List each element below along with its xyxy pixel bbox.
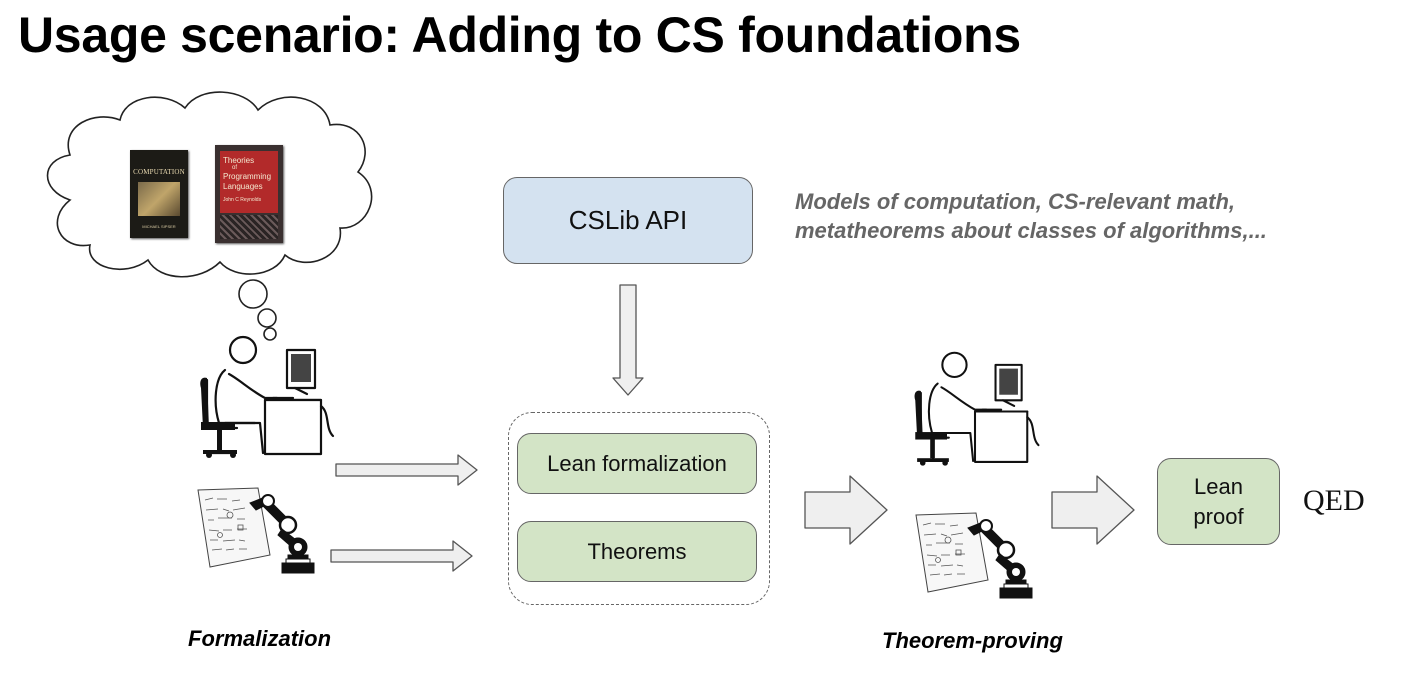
book-reynolds-line2: of	[232, 165, 238, 171]
robot-arm-icon	[915, 512, 1033, 599]
arrow-right-icon	[1051, 475, 1135, 545]
lean-formalization-box: Lean formalization	[517, 433, 757, 494]
cslib-api-box: CSLib API	[503, 177, 753, 264]
arrow-right-icon	[804, 475, 888, 545]
book-sipser-title: COMPUTATION	[133, 168, 185, 176]
person-at-computer-icon	[200, 335, 335, 458]
arrow-right-icon	[335, 454, 478, 486]
robot-arm-icon	[197, 487, 315, 574]
slide-title: Usage scenario: Adding to CS foundations	[18, 7, 1021, 63]
lean-proof-label-line2: proof	[1193, 503, 1244, 529]
cslib-api-label: CSLib API	[568, 205, 688, 235]
cslib-description: Models of computation, CS-relevant math,…	[795, 187, 1355, 245]
theorem-proving-caption: Theorem-proving	[882, 628, 1063, 653]
lean-proof-box: Lean proof	[1157, 458, 1280, 545]
arrow-right-icon	[330, 540, 473, 572]
book-reynolds-line3: Programming	[223, 172, 272, 181]
book-sipser-art	[138, 182, 180, 216]
cslib-description-line2: metatheorems about classes of algorithms…	[795, 218, 1267, 243]
theorems-box: Theorems	[517, 521, 757, 582]
person-at-computer-icon	[914, 351, 1040, 466]
book-reynolds-line4: Languages	[223, 182, 263, 191]
qed-label: QED	[1303, 484, 1365, 517]
theorems-label: Theorems	[587, 538, 687, 564]
book-reynolds-cover: Theories of Programming Languages John C…	[220, 151, 278, 213]
book-reynolds-pattern	[220, 215, 278, 239]
book-reynolds-author: John C Reynolds	[223, 197, 262, 203]
book-reynolds-line1: Theories	[223, 156, 255, 165]
arrow-down-icon	[612, 284, 644, 396]
book-sipser-author: MICHAEL SIPSER	[142, 224, 176, 229]
formalization-group	[508, 412, 770, 605]
formalization-caption: Formalization	[188, 626, 332, 651]
cslib-description-line1: Models of computation, CS-relevant math,	[795, 189, 1236, 214]
book-sipser: COMPUTATION MICHAEL SIPSER	[130, 150, 188, 238]
book-reynolds: Theories of Programming Languages John C…	[215, 145, 283, 243]
lean-proof-label-line1: Lean	[1194, 473, 1243, 499]
lean-formalization-label: Lean formalization	[547, 450, 727, 476]
